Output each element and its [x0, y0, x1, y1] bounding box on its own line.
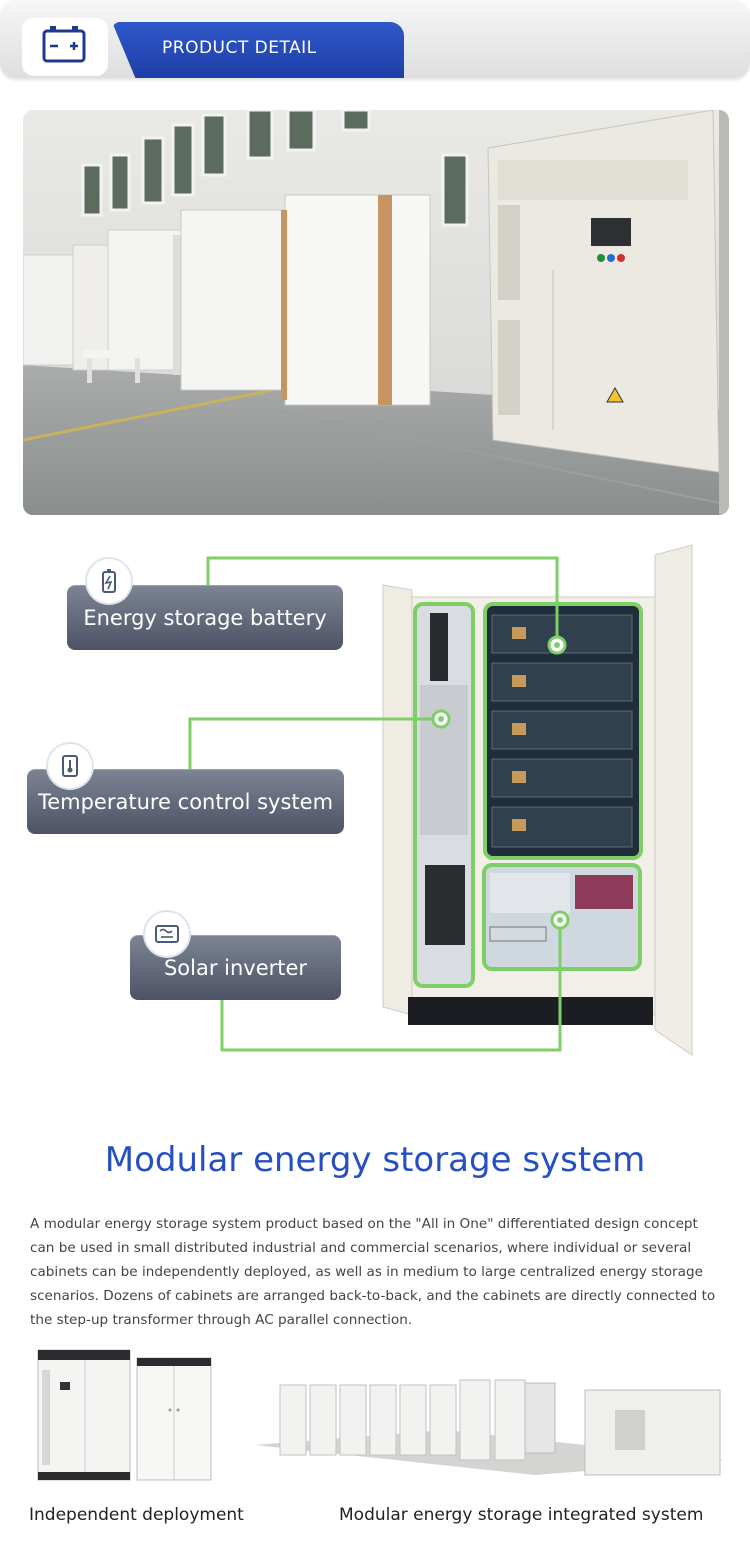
- section-paragraph: A modular energy storage system product …: [30, 1216, 716, 1328]
- battery-icon: [87, 559, 131, 603]
- label-text: Temperature control system: [37, 789, 334, 814]
- factory-photo: [23, 110, 729, 515]
- battery-icon: [22, 18, 108, 76]
- section-title: Modular energy storage system: [104, 1140, 646, 1180]
- label-text: Solar inverter: [163, 955, 308, 980]
- header-tab: [112, 22, 404, 78]
- label-text: Energy storage battery: [83, 605, 327, 630]
- caption-integrated: Modular energy storage integrated system: [339, 1505, 704, 1525]
- independent-deployment-image: [37, 1349, 212, 1481]
- inverter-icon: [145, 912, 189, 956]
- page-title: PRODUCT DETAIL: [162, 38, 317, 58]
- cabinet-diagram: [188, 544, 693, 1056]
- thermometer-icon: [48, 744, 92, 788]
- caption-independent: Independent deployment: [29, 1505, 244, 1525]
- integrated-system-image: [255, 1379, 725, 1476]
